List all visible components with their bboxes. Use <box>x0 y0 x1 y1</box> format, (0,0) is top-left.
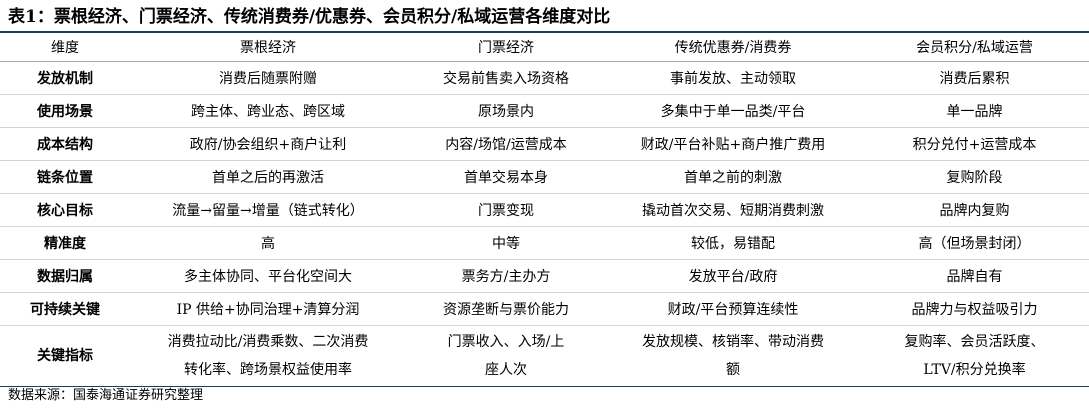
table-cell: 原场景内 <box>406 94 606 128</box>
table-cell: 财政/平台预算连续性 <box>606 292 860 326</box>
row-label: 链条位置 <box>0 160 130 194</box>
table-cell: 发放规模、核销率、带动消费 额 <box>606 325 860 387</box>
table-row: 关键指标 消费拉动比/消费乘数、二次消费 转化率、跨场景权益使用率 门票收入、入… <box>0 325 1089 387</box>
table-cell: 中等 <box>406 226 606 260</box>
table-cell: 票务方/主办方 <box>406 259 606 293</box>
source-note: 数据来源：国泰海通证券研究整理 <box>8 388 204 403</box>
table-header-row: 维度 票根经济 门票经济 传统优惠券/消费券 会员积分/私域运营 <box>0 33 1089 62</box>
table-cell: 品牌自有 <box>860 259 1089 293</box>
column-header-membership-points: 会员积分/私域运营 <box>860 33 1089 62</box>
row-label: 使用场景 <box>0 94 130 128</box>
table-row: 数据归属 多主体协同、平台化空间大 票务方/主办方 发放平台/政府 品牌自有 <box>0 259 1089 293</box>
table-cell: 内容/场馆/运营成本 <box>406 127 606 161</box>
column-header-dimension: 维度 <box>0 33 130 62</box>
table-cell: 高（但场景封闭） <box>860 226 1089 260</box>
table-cell: 高 <box>130 226 406 260</box>
table-cell: 首单之前的刺激 <box>606 160 860 194</box>
table-title: 表1：票根经济、门票经济、传统消费券/优惠券、会员积分/私域运营各维度对比 <box>8 7 611 27</box>
row-label: 可持续关键 <box>0 292 130 326</box>
table-cell: 首单之后的再激活 <box>130 160 406 194</box>
comparison-table: 维度 票根经济 门票经济 传统优惠券/消费券 会员积分/私域运营 发放机制 消费… <box>0 33 1089 387</box>
table-cell: 复购率、会员活跃度、 LTV/积分兑换率 <box>860 325 1089 387</box>
cell-line: 消费拉动比/消费乘数、二次消费 <box>167 334 369 350</box>
column-header-ticket-stub-economy: 票根经济 <box>130 33 406 62</box>
table-cell: 跨主体、跨业态、跨区域 <box>130 94 406 128</box>
row-label: 关键指标 <box>0 325 130 387</box>
table-cell: 复购阶段 <box>860 160 1089 194</box>
table-row: 发放机制 消费后随票附赠 交易前售卖入场资格 事前发放、主动领取 消费后累积 <box>0 61 1089 95</box>
table-cell: 单一品牌 <box>860 94 1089 128</box>
row-label: 发放机制 <box>0 61 130 95</box>
table-cell: 交易前售卖入场资格 <box>406 61 606 95</box>
table-cell: 消费后累积 <box>860 61 1089 95</box>
column-header-coupons: 传统优惠券/消费券 <box>606 33 860 62</box>
cell-line: 座人次 <box>485 362 527 378</box>
table-row: 精准度 高 中等 较低，易错配 高（但场景封闭） <box>0 226 1089 260</box>
table-cell: 消费后随票附赠 <box>130 61 406 95</box>
table-cell: 撬动首次交易、短期消费刺激 <box>606 193 860 227</box>
table-cell: 发放平台/政府 <box>606 259 860 293</box>
table-cell: 积分兑付+运营成本 <box>860 127 1089 161</box>
table-cell: 品牌内复购 <box>860 193 1089 227</box>
table-cell: 财政/平台补贴+商户推广费用 <box>606 127 860 161</box>
table-cell: 消费拉动比/消费乘数、二次消费 转化率、跨场景权益使用率 <box>130 325 406 387</box>
cell-line: 转化率、跨场景权益使用率 <box>184 362 352 378</box>
table-cell: IP 供给+协同治理+清算分润 <box>130 292 406 326</box>
table-cell: 品牌力与权益吸引力 <box>860 292 1089 326</box>
table-cell: 首单交易本身 <box>406 160 606 194</box>
column-header-ticket-economy: 门票经济 <box>406 33 606 62</box>
row-label: 核心目标 <box>0 193 130 227</box>
cell-line: 复购率、会员活跃度、 <box>904 334 1045 350</box>
table-cell: 事前发放、主动领取 <box>606 61 860 95</box>
table-cell: 门票变现 <box>406 193 606 227</box>
table-cell: 门票收入、入场/上 座人次 <box>406 325 606 387</box>
table-cell: 多主体协同、平台化空间大 <box>130 259 406 293</box>
table-cell: 多集中于单一品类/平台 <box>606 94 860 128</box>
cell-line: 门票收入、入场/上 <box>447 334 565 350</box>
row-label: 数据归属 <box>0 259 130 293</box>
cell-line: 发放规模、核销率、带动消费 <box>642 334 824 350</box>
table-row: 成本结构 政府/协会组织+商户让利 内容/场馆/运营成本 财政/平台补贴+商户推… <box>0 127 1089 161</box>
title-divider <box>0 31 1089 33</box>
table-row: 核心目标 流量→留量→增量（链式转化） 门票变现 撬动首次交易、短期消费刺激 品… <box>0 193 1089 227</box>
row-label: 精准度 <box>0 226 130 260</box>
table-cell: 资源垄断与票价能力 <box>406 292 606 326</box>
table-row: 使用场景 跨主体、跨业态、跨区域 原场景内 多集中于单一品类/平台 单一品牌 <box>0 94 1089 128</box>
cell-line: 额 <box>726 362 740 378</box>
table-row: 可持续关键 IP 供给+协同治理+清算分润 资源垄断与票价能力 财政/平台预算连… <box>0 292 1089 326</box>
table-cell: 较低，易错配 <box>606 226 860 260</box>
table-row: 链条位置 首单之后的再激活 首单交易本身 首单之前的刺激 复购阶段 <box>0 160 1089 194</box>
table-cell: 政府/协会组织+商户让利 <box>130 127 406 161</box>
table-cell: 流量→留量→增量（链式转化） <box>130 193 406 227</box>
cell-line: LTV/积分兑换率 <box>923 362 1026 378</box>
row-label: 成本结构 <box>0 127 130 161</box>
